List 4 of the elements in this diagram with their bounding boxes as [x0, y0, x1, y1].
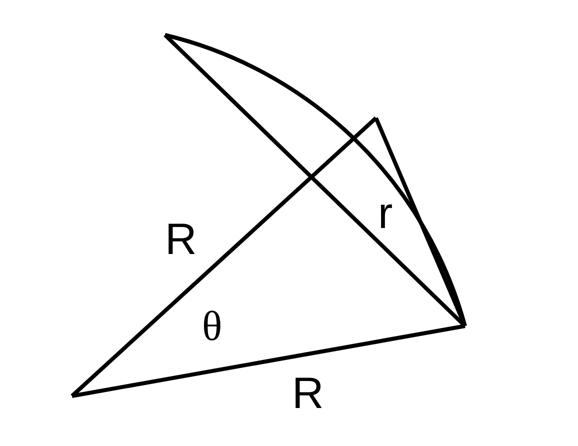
angle-label: θ — [202, 306, 222, 348]
radius-label: R — [165, 218, 197, 262]
chord-label: r — [378, 192, 393, 236]
radius-label: R — [292, 372, 324, 416]
